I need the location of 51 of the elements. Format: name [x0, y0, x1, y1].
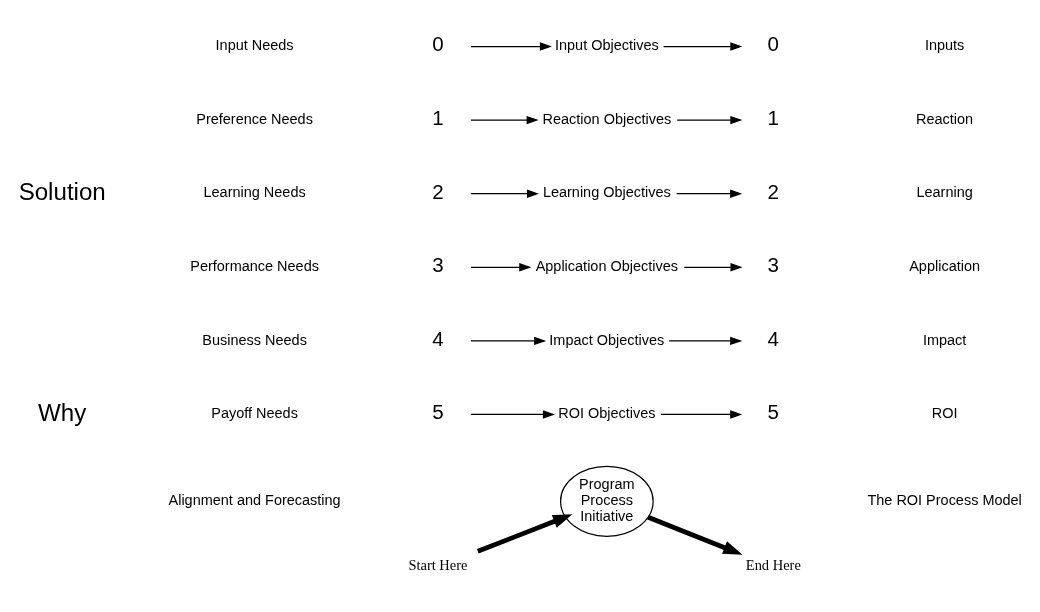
node-text: 5 — [767, 399, 780, 423]
arrow — [470, 409, 555, 419]
label: Solution — [18, 177, 106, 205]
node-text: 0 — [432, 31, 444, 55]
label: The ROI Process Model — [867, 491, 1022, 508]
node-text: ROI Objectives — [558, 404, 656, 421]
arrow — [476, 513, 573, 554]
node-text: 0 — [767, 31, 780, 55]
label: Alignment and Forecasting — [168, 491, 341, 508]
arrow — [676, 188, 743, 198]
node-text: Learning Objectives — [542, 183, 671, 200]
arrow — [470, 336, 547, 345]
label: Reaction — [916, 110, 974, 127]
node-text: Start Here — [408, 556, 468, 573]
node-text: 3 — [432, 252, 444, 276]
node-text: 2 — [767, 179, 780, 203]
node-text: 5 — [432, 399, 444, 423]
node-text: Reaction Objectives — [542, 110, 672, 127]
label: Performance Needs — [190, 257, 319, 274]
arrow — [470, 262, 532, 272]
arrow — [676, 115, 743, 124]
label: Why — [38, 398, 87, 425]
arrow — [660, 409, 743, 419]
node-text: Impact Objectives — [549, 331, 665, 348]
label: Learning — [916, 183, 973, 200]
arrow — [470, 115, 539, 124]
node-text: 1 — [432, 105, 444, 129]
label: Preference Needs — [196, 110, 313, 127]
node-text: 2 — [432, 179, 444, 203]
label: ROI — [931, 404, 958, 421]
arrow — [683, 262, 743, 272]
arrow — [647, 514, 743, 555]
arrow — [663, 41, 743, 51]
node-text: End Here — [745, 556, 801, 573]
label: Inputs — [924, 36, 965, 53]
node-text: 4 — [767, 326, 780, 350]
label: Application — [909, 257, 981, 274]
node-text: Application Objectives — [535, 257, 679, 274]
node-text: 4 — [432, 326, 444, 350]
label: Learning Needs — [203, 183, 306, 200]
arrow — [668, 336, 743, 345]
node-text: 3 — [767, 252, 780, 276]
node-text: 1 — [767, 105, 780, 129]
arrow — [470, 41, 552, 51]
label: Payoff Needs — [211, 404, 298, 421]
node-text: Input Objectives — [554, 36, 659, 53]
label: Impact — [922, 331, 967, 348]
label: Business Needs — [202, 331, 307, 348]
label: Input Needs — [215, 36, 294, 53]
arrow — [470, 188, 539, 198]
node-ellipse: Program Process Initiative — [559, 465, 654, 537]
